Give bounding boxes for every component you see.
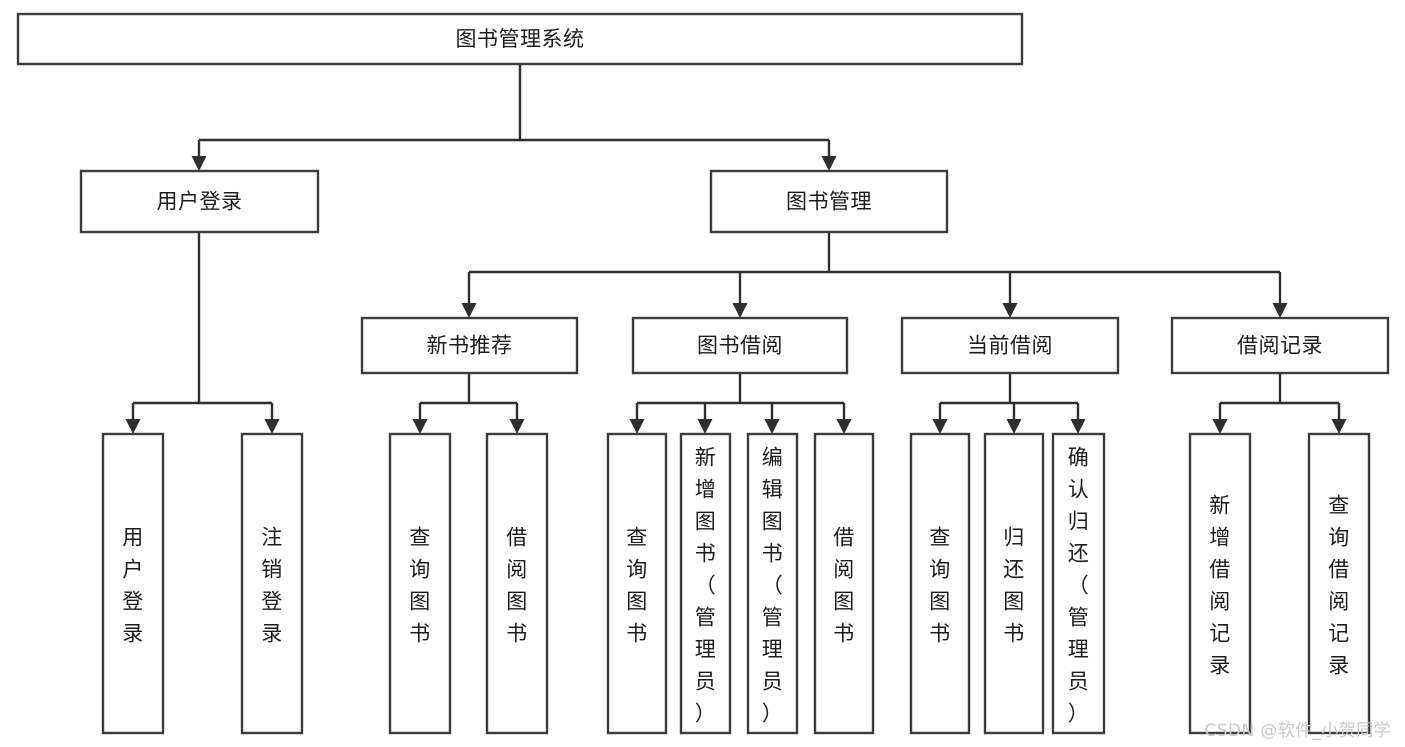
node-leaf-query-book-2[interactable]: 查询图书 [606,432,668,735]
node-leaf-borrow-book-2[interactable]: 借阅图书 [813,432,875,735]
node-label-book-borrow: 图书借阅 [697,334,783,358]
node-box-new-book-recommend[interactable] [360,316,579,375]
node-box-leaf-borrow-book-1[interactable] [485,432,549,735]
node-box-leaf-query-book-2[interactable] [606,432,668,735]
connector-recommend-to-leaves [412,373,525,434]
node-leaf-add-book-admin[interactable]: 新增图书（管理员） [679,432,732,735]
node-label-leaf-query-borrow-record: 查询借阅记录 [1328,493,1350,677]
node-box-root[interactable] [16,12,1024,66]
node-borrow-record[interactable]: 借阅记录 [1170,316,1390,375]
node-label-user-login: 用户登录 [157,190,243,214]
node-leaf-add-borrow-record[interactable]: 新增借阅记录 [1188,432,1252,735]
node-box-current-borrow[interactable] [900,316,1120,375]
node-label-leaf-query-book-3: 查询图书 [929,525,951,645]
node-leaf-confirm-return-admin[interactable]: 确认归还（管理员） [1051,432,1106,735]
node-label-leaf-add-book-admin: 新增图书（管理员） [695,445,717,725]
node-box-leaf-logout[interactable] [240,432,304,735]
node-label-book-manage: 图书管理 [786,190,872,214]
node-leaf-logout[interactable]: 注销登录 [240,432,304,735]
node-leaf-query-borrow-record[interactable]: 查询借阅记录 [1307,432,1371,735]
node-leaf-return-book[interactable]: 归还图书 [983,432,1045,735]
node-new-book-recommend[interactable]: 新书推荐 [360,316,579,375]
node-box-book-borrow[interactable] [631,316,849,375]
csdn-watermark: CSDN @软件_小贺同学 [1204,721,1391,741]
node-label-leaf-logout: 注销登录 [261,525,283,645]
node-box-leaf-borrow-book-2[interactable] [813,432,875,735]
node-box-leaf-add-book-admin[interactable] [679,432,732,735]
node-box-user-login[interactable] [79,169,320,234]
node-label-leaf-confirm-return-admin: 确认归还（管理员） [1068,445,1090,725]
connector-current-to-leaves [932,373,1086,434]
connector-book-manage-to-l2 [461,232,1288,318]
node-box-leaf-edit-book-admin[interactable] [746,432,799,735]
connector-layer [125,64,1347,434]
node-box-book-manage[interactable] [709,169,949,234]
node-leaf-query-book-1[interactable]: 查询图书 [388,432,452,735]
connector-borrow-to-leaves [629,373,852,434]
node-leaf-query-book-3[interactable]: 查询图书 [909,432,971,735]
node-box-borrow-record[interactable] [1170,316,1390,375]
node-layer: 图书管理系统用户登录图书管理新书推荐图书借阅当前借阅借阅记录用户登录注销登录查询… [16,12,1390,735]
node-box-leaf-confirm-return-admin[interactable] [1051,432,1106,735]
node-leaf-edit-book-admin[interactable]: 编辑图书（管理员） [746,432,799,735]
node-label-root: 图书管理系统 [456,27,585,51]
node-book-borrow[interactable]: 图书借阅 [631,316,849,375]
node-book-manage[interactable]: 图书管理 [709,169,949,234]
node-box-leaf-add-borrow-record[interactable] [1188,432,1252,735]
connector-root-to-l1 [191,64,837,171]
node-label-new-book-recommend: 新书推荐 [427,334,513,358]
node-label-leaf-return-book: 归还图书 [1003,525,1025,645]
node-label-leaf-add-borrow-record: 新增借阅记录 [1209,493,1231,677]
node-box-leaf-return-book[interactable] [983,432,1045,735]
node-box-leaf-query-borrow-record[interactable] [1307,432,1371,735]
node-label-leaf-query-book-2: 查询图书 [626,525,648,645]
node-current-borrow[interactable]: 当前借阅 [900,316,1120,375]
node-label-leaf-borrow-book-1: 借阅图书 [506,525,528,645]
connector-user-login-to-leaves [125,232,280,434]
node-leaf-borrow-book-1[interactable]: 借阅图书 [485,432,549,735]
node-label-borrow-record: 借阅记录 [1237,334,1323,358]
node-user-login[interactable]: 用户登录 [79,169,320,234]
node-root[interactable]: 图书管理系统 [16,12,1024,66]
node-label-leaf-query-book-1: 查询图书 [409,525,431,645]
node-leaf-user-login[interactable]: 用户登录 [101,432,165,735]
node-box-leaf-query-book-3[interactable] [909,432,971,735]
node-label-leaf-borrow-book-2: 借阅图书 [833,525,855,645]
node-box-leaf-user-login[interactable] [101,432,165,735]
connector-record-to-leaves [1212,373,1347,434]
node-label-leaf-user-login: 用户登录 [122,525,144,645]
node-label-current-borrow: 当前借阅 [967,334,1053,358]
node-label-leaf-edit-book-admin: 编辑图书（管理员） [762,445,784,725]
node-box-leaf-query-book-1[interactable] [388,432,452,735]
